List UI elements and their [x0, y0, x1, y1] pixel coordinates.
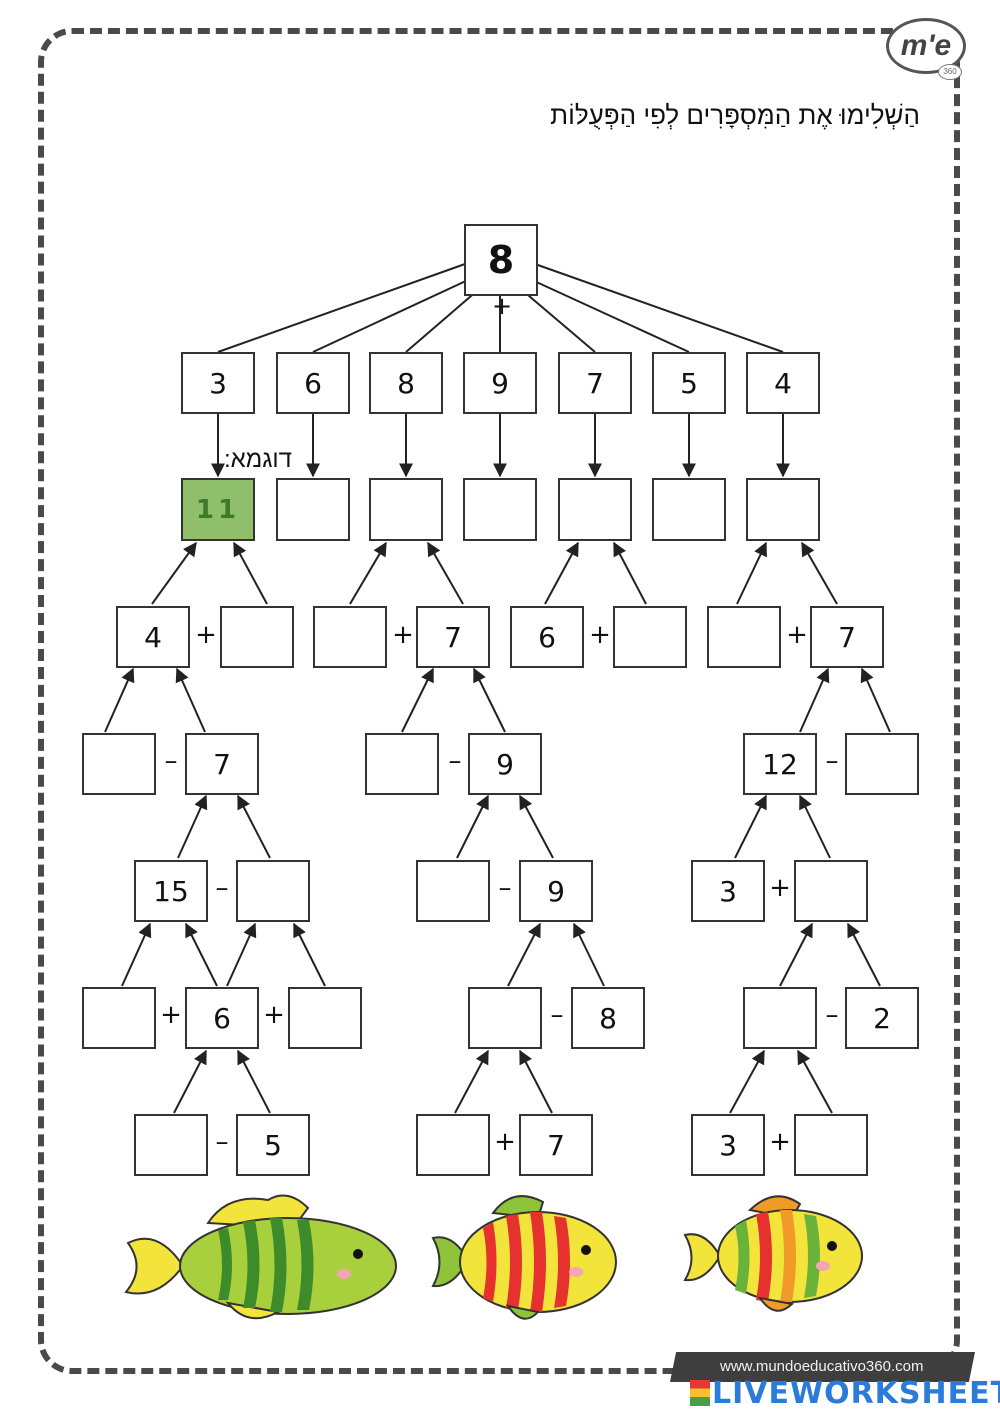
row3-g3-operator: +: [589, 620, 611, 650]
row2-answer-6[interactable]: [652, 478, 726, 541]
row3-g1-left: 4: [116, 606, 190, 668]
row5-g1-right[interactable]: [236, 860, 310, 922]
row6-g3-right: 2: [845, 987, 919, 1049]
footer-brand: LIVEWORKSHEETS: [712, 1376, 1000, 1411]
row4-g2-left[interactable]: [365, 733, 439, 795]
row1-box-4: 9: [463, 352, 537, 414]
instruction-text: הַשְׁלִימוּ אֶת הַמִּסְפָּרִים לְפִי הַפ…: [550, 100, 920, 130]
row3-g1-operator: +: [195, 620, 217, 650]
row4-g3-left: 12: [743, 733, 817, 795]
row1-box-5: 7: [558, 352, 632, 414]
row2-answer-3[interactable]: [369, 478, 443, 541]
row6-g1-b: 6: [185, 987, 259, 1049]
row3-g4-left[interactable]: [707, 606, 781, 668]
row7-g3-left: 3: [691, 1114, 765, 1176]
row6-g2-left[interactable]: [468, 987, 542, 1049]
example-label: דוגמא:: [224, 446, 292, 473]
row3-g1-right[interactable]: [220, 606, 294, 668]
row5-g3-right[interactable]: [794, 860, 868, 922]
row4-g3-operator: –: [825, 746, 839, 776]
row3-g3-left: 6: [510, 606, 584, 668]
row6-g1-operator-2: +: [263, 1000, 285, 1030]
row4-g1-operator: –: [164, 746, 178, 776]
row3-g4-operator: +: [786, 620, 808, 650]
row3-g2-left[interactable]: [313, 606, 387, 668]
row4-g2-right: 9: [468, 733, 542, 795]
row2-answer-2[interactable]: [276, 478, 350, 541]
row5-g3-left: 3: [691, 860, 765, 922]
row1-box-2: 6: [276, 352, 350, 414]
row3-g2-right: 7: [416, 606, 490, 668]
row5-g2-left[interactable]: [416, 860, 490, 922]
footer-url-banner: www.mundoeducativo360.com: [670, 1352, 975, 1382]
row3-g2-operator: +: [392, 620, 414, 650]
red-yellow-fish-illustration: [431, 1195, 617, 1320]
page-frame: [38, 28, 960, 1374]
row4-g1-left[interactable]: [82, 733, 156, 795]
row5-g1-left: 15: [134, 860, 208, 922]
row6-g2-right: 8: [571, 987, 645, 1049]
row1-box-3: 8: [369, 352, 443, 414]
row6-g1-c[interactable]: [288, 987, 362, 1049]
row7-g3-operator: +: [769, 1127, 791, 1157]
row3-g4-right: 7: [810, 606, 884, 668]
green-fish-illustration: [124, 1194, 397, 1320]
row7-g1-operator: –: [215, 1127, 229, 1157]
row6-g3-left[interactable]: [743, 987, 817, 1049]
row6-g1-operator-1: +: [160, 1000, 182, 1030]
liveworksheets-logo-icon: [690, 1380, 710, 1406]
row5-g3-operator: +: [769, 873, 791, 903]
logo-sub: 360: [938, 64, 962, 80]
orange-striped-fish-illustration: [683, 1195, 863, 1312]
row7-g3-right[interactable]: [794, 1114, 868, 1176]
row5-g2-right: 9: [519, 860, 593, 922]
row2-answer-4[interactable]: [463, 478, 537, 541]
row2-answer-1-example: 11: [181, 478, 255, 541]
row7-g2-right: 7: [519, 1114, 593, 1176]
row7-g1-left[interactable]: [134, 1114, 208, 1176]
top-operator: +: [491, 292, 513, 320]
row1-box-6: 5: [652, 352, 726, 414]
row5-g2-operator: –: [498, 873, 512, 903]
row1-box-1: 3: [181, 352, 255, 414]
row4-g1-right: 7: [185, 733, 259, 795]
row5-g1-operator: –: [215, 873, 229, 903]
row6-g1-a[interactable]: [82, 987, 156, 1049]
row4-g3-right[interactable]: [845, 733, 919, 795]
row1-box-7: 4: [746, 352, 820, 414]
row7-g1-right: 5: [236, 1114, 310, 1176]
row7-g2-operator: +: [494, 1127, 516, 1157]
row6-g2-operator: –: [550, 1000, 564, 1030]
row3-g3-right[interactable]: [613, 606, 687, 668]
row2-answer-5[interactable]: [558, 478, 632, 541]
row2-answer-7[interactable]: [746, 478, 820, 541]
row4-g2-operator: –: [448, 746, 462, 776]
row6-g3-operator: –: [825, 1000, 839, 1030]
row7-g2-left[interactable]: [416, 1114, 490, 1176]
top-number-box: 8: [464, 224, 538, 296]
